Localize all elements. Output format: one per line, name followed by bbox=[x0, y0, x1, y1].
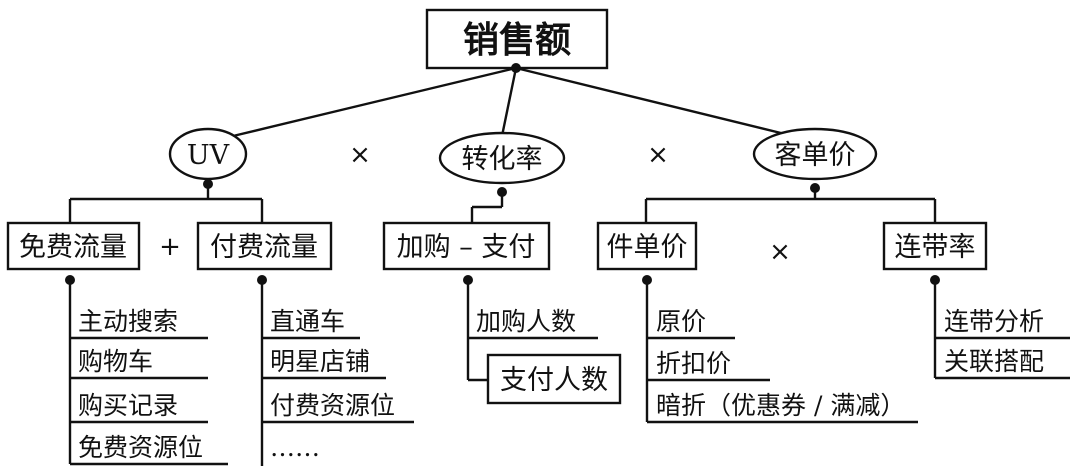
list-item-label: 购买记录 bbox=[78, 391, 178, 420]
unit-price-list: 原价 折扣价 暗折（优惠券 / 满减） bbox=[642, 275, 918, 424]
attach-rate-list: 连带分析 关联搭配 bbox=[930, 275, 1070, 380]
list-item-label: 加购人数 bbox=[476, 307, 576, 336]
metric-uv: UV bbox=[168, 127, 248, 181]
free-traffic-label: 免费流量 bbox=[19, 232, 127, 263]
add-to-pay-label: 加购 – 支付 bbox=[397, 232, 536, 263]
pay-count-label: 支付人数 bbox=[500, 365, 608, 396]
list-item-label: …… bbox=[270, 433, 320, 462]
list-item: 购物车 bbox=[70, 347, 208, 380]
list-item: 明星店铺 bbox=[262, 347, 386, 380]
list-item: 加购人数 bbox=[468, 307, 598, 340]
paid-traffic-list: 直通车 明星店铺 付费资源位 …… bbox=[257, 275, 414, 466]
pay-count-box: 支付人数 bbox=[486, 353, 622, 405]
list-item-label: 暗折（优惠券 / 满减） bbox=[656, 391, 905, 420]
root-label: 销售额 bbox=[463, 20, 571, 61]
unit-price-label: 件单价 bbox=[607, 232, 688, 263]
list-item-label: 连带分析 bbox=[944, 307, 1044, 336]
operator-plus: + bbox=[159, 232, 181, 262]
conversion-list: 加购人数 支付人数 bbox=[463, 275, 622, 405]
node-add-to-pay: 加购 – 支付 bbox=[382, 221, 551, 271]
node-paid-traffic: 付费流量 bbox=[196, 221, 333, 271]
list-item-label: 主动搜索 bbox=[78, 307, 178, 336]
list-item-label: 直通车 bbox=[270, 307, 345, 336]
list-item: 主动搜索 bbox=[70, 307, 208, 340]
list-item: 折扣价 bbox=[647, 349, 770, 382]
node-free-traffic: 免费流量 bbox=[6, 221, 141, 271]
list-item: …… bbox=[270, 433, 320, 462]
paid-traffic-label: 付费流量 bbox=[210, 232, 318, 263]
list-item: 原价 bbox=[647, 307, 735, 340]
operator-times: × bbox=[647, 140, 669, 170]
list-item-label: 关联搭配 bbox=[944, 347, 1044, 376]
list-item: 关联搭配 bbox=[935, 347, 1070, 380]
list-item-label: 购物车 bbox=[78, 347, 153, 376]
list-item: 付费资源位 bbox=[262, 391, 414, 424]
operator-times: × bbox=[349, 140, 371, 170]
list-item: 购买记录 bbox=[70, 391, 208, 424]
metric-aov-label: 客单价 bbox=[775, 140, 856, 171]
conversion-connectors bbox=[470, 187, 507, 223]
root-connectors bbox=[232, 66, 794, 138]
operator-times: × bbox=[769, 237, 791, 267]
list-item-label: 原价 bbox=[656, 307, 706, 336]
attach-rate-label: 连带率 bbox=[895, 232, 976, 263]
uv-connectors bbox=[68, 179, 264, 223]
metric-conversion-label: 转化率 bbox=[462, 144, 543, 175]
node-unit-price: 件单价 bbox=[596, 221, 698, 271]
list-item-label: 明星店铺 bbox=[270, 347, 370, 376]
metric-aov: 客单价 bbox=[752, 127, 878, 181]
list-item-label: 付费资源位 bbox=[270, 391, 395, 420]
metric-uv-label: UV bbox=[187, 140, 230, 171]
free-traffic-list: 主动搜索 购物车 购买记录 免费资源位 bbox=[65, 275, 228, 466]
list-item-label: 折扣价 bbox=[656, 349, 731, 378]
metric-conversion: 转化率 bbox=[438, 131, 566, 185]
aov-connectors bbox=[644, 183, 937, 223]
list-item: 暗折（优惠券 / 满减） bbox=[647, 391, 918, 424]
list-item-label: 免费资源位 bbox=[78, 433, 203, 462]
list-item: 免费资源位 bbox=[70, 433, 228, 466]
root-node: 销售额 bbox=[425, 8, 609, 73]
node-attach-rate: 连带率 bbox=[882, 221, 988, 271]
list-item: 直通车 bbox=[262, 307, 360, 340]
list-item: 连带分析 bbox=[935, 307, 1070, 340]
